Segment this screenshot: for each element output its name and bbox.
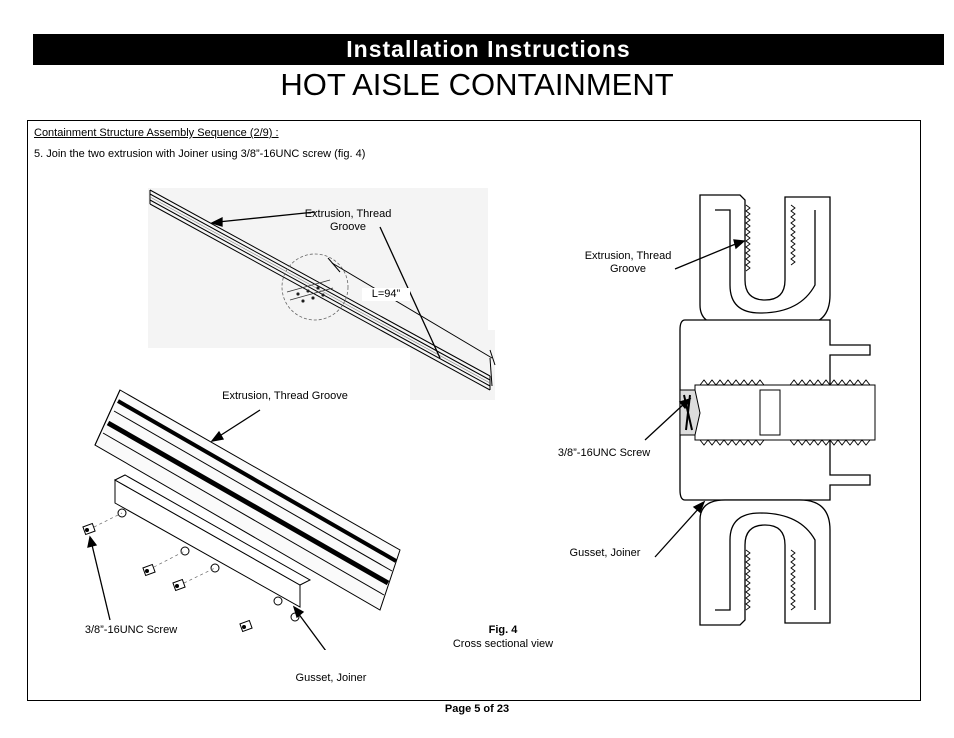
- length-dimension-label: L=94”: [362, 288, 410, 301]
- section-heading: Containment Structure Assembly Sequence …: [34, 127, 279, 139]
- callout-top-extrusion-line1: Extrusion, Thread: [304, 208, 392, 220]
- callout-cross-extrusion-line2: Groove: [609, 263, 647, 275]
- figure-caption: Cross sectional view: [452, 638, 554, 650]
- document-title: HOT AISLE CONTAINMENT: [280, 67, 674, 102]
- banner-installation-instructions: Installation Instructions: [33, 34, 944, 65]
- callout-screw-right: 3/8”-16UNC Screw: [557, 447, 651, 459]
- callout-gusset-right: Gusset, Joiner: [569, 547, 641, 559]
- page-number: Page 5 of 23: [444, 703, 510, 715]
- figure-label: Fig. 4: [488, 624, 518, 636]
- joiner-assembly-drawing: [82, 389, 401, 650]
- step-instruction: 5. Join the two extrusion with Joiner us…: [34, 148, 366, 160]
- callout-gusset-left: Gusset, Joiner: [295, 672, 367, 684]
- instruction-frame: [27, 120, 921, 701]
- callout-cross-extrusion: Extrusion, Thread Groove: [578, 250, 678, 276]
- callout-top-extrusion-line2: Groove: [329, 221, 367, 233]
- cross-section-drawing: [644, 194, 876, 626]
- callout-screw-left: 3/8”-16UNC Screw: [84, 624, 178, 636]
- callout-top-extrusion: Extrusion, Thread Groove: [300, 208, 396, 234]
- extrusion-overview-drawing: [148, 188, 496, 400]
- callout-cross-extrusion-line1: Extrusion, Thread: [584, 250, 672, 262]
- callout-bottom-extrusion: Extrusion, Thread Groove: [222, 390, 348, 402]
